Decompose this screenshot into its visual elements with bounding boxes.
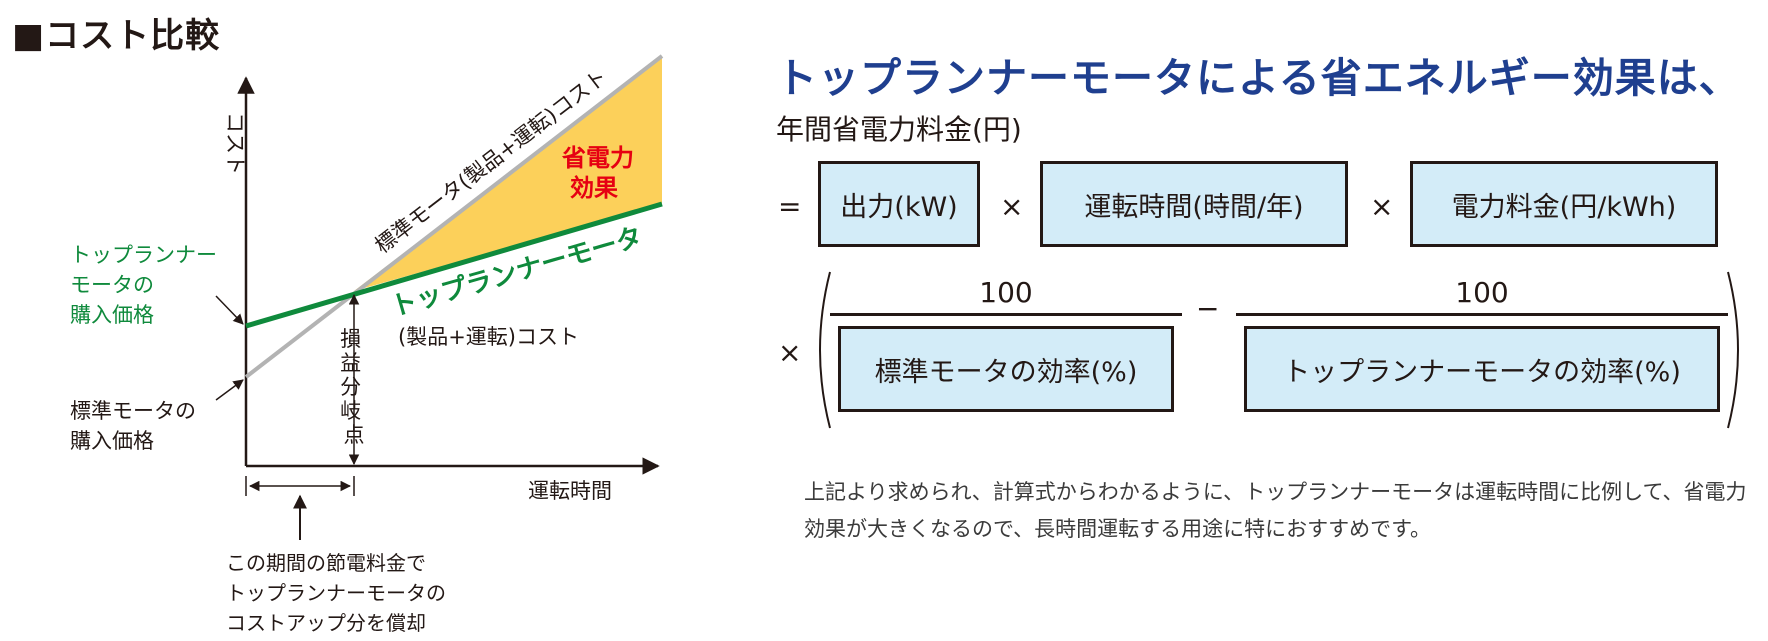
- breakeven-label: 損 益 分 岐 点: [340, 327, 368, 447]
- formula-label: 年間省電力料金(円): [776, 113, 1022, 146]
- savings-label-line2: 効果: [570, 174, 618, 202]
- svg-text:コスト: コスト: [223, 112, 247, 175]
- standard-efficiency-box: 標準モータの効率(%): [838, 326, 1174, 412]
- toprunner-cost-line: [245, 201, 663, 329]
- x-axis-label: 運転時間: [528, 479, 612, 503]
- section-title: ■コスト比較: [12, 16, 221, 56]
- toprunner-line-sublabel: (製品+運転)コスト: [398, 325, 579, 349]
- y-axis-label: コスト: [223, 112, 247, 175]
- minus-sign: −: [1196, 292, 1220, 325]
- toprunner-efficiency-box: トップランナーモータの効率(%): [1244, 326, 1720, 412]
- toprunner-price-label: トップランナー モータの 購入価格: [70, 243, 224, 327]
- standard-price-arrow: [215, 379, 244, 401]
- standard-cost-line: [244, 54, 664, 379]
- output-box: 出力(kW): [818, 161, 980, 247]
- savings-label-line1: 省電力: [561, 144, 634, 172]
- hours-box: 運転時間(時間/年): [1040, 161, 1348, 247]
- right-paren: [1727, 271, 1739, 429]
- equals-sign: =: [778, 190, 802, 223]
- note-text: 上記より求められ、計算式からわかるように、トップランナーモータは運転時間に比例し…: [804, 480, 1747, 541]
- standard-price-label: 標準モータの 購入価格: [70, 399, 203, 453]
- numerator-right: 100: [1455, 276, 1509, 309]
- fraction-bar-right: [1236, 313, 1728, 316]
- times-sign-1: ×: [1000, 190, 1024, 223]
- numerator-left: 100: [979, 276, 1033, 309]
- left-paren: [819, 271, 831, 429]
- main-heading: トップランナーモータによる省エネルギー効果は、: [776, 54, 1741, 102]
- times-sign-2: ×: [1370, 190, 1394, 223]
- cost-comparison-chart: コスト 運転時間 標準モータ(製品+運転)コスト トップランナーモータ (製品+…: [70, 54, 664, 635]
- fraction-bar-left: [830, 313, 1182, 316]
- times-sign-3: ×: [778, 336, 802, 369]
- toprunner-price-arrow: [215, 295, 244, 325]
- rate-box: 電力料金(円/kWh): [1410, 161, 1718, 247]
- payback-note: この期間の節電料金で トップランナーモータの コストアップ分を償却: [226, 551, 452, 635]
